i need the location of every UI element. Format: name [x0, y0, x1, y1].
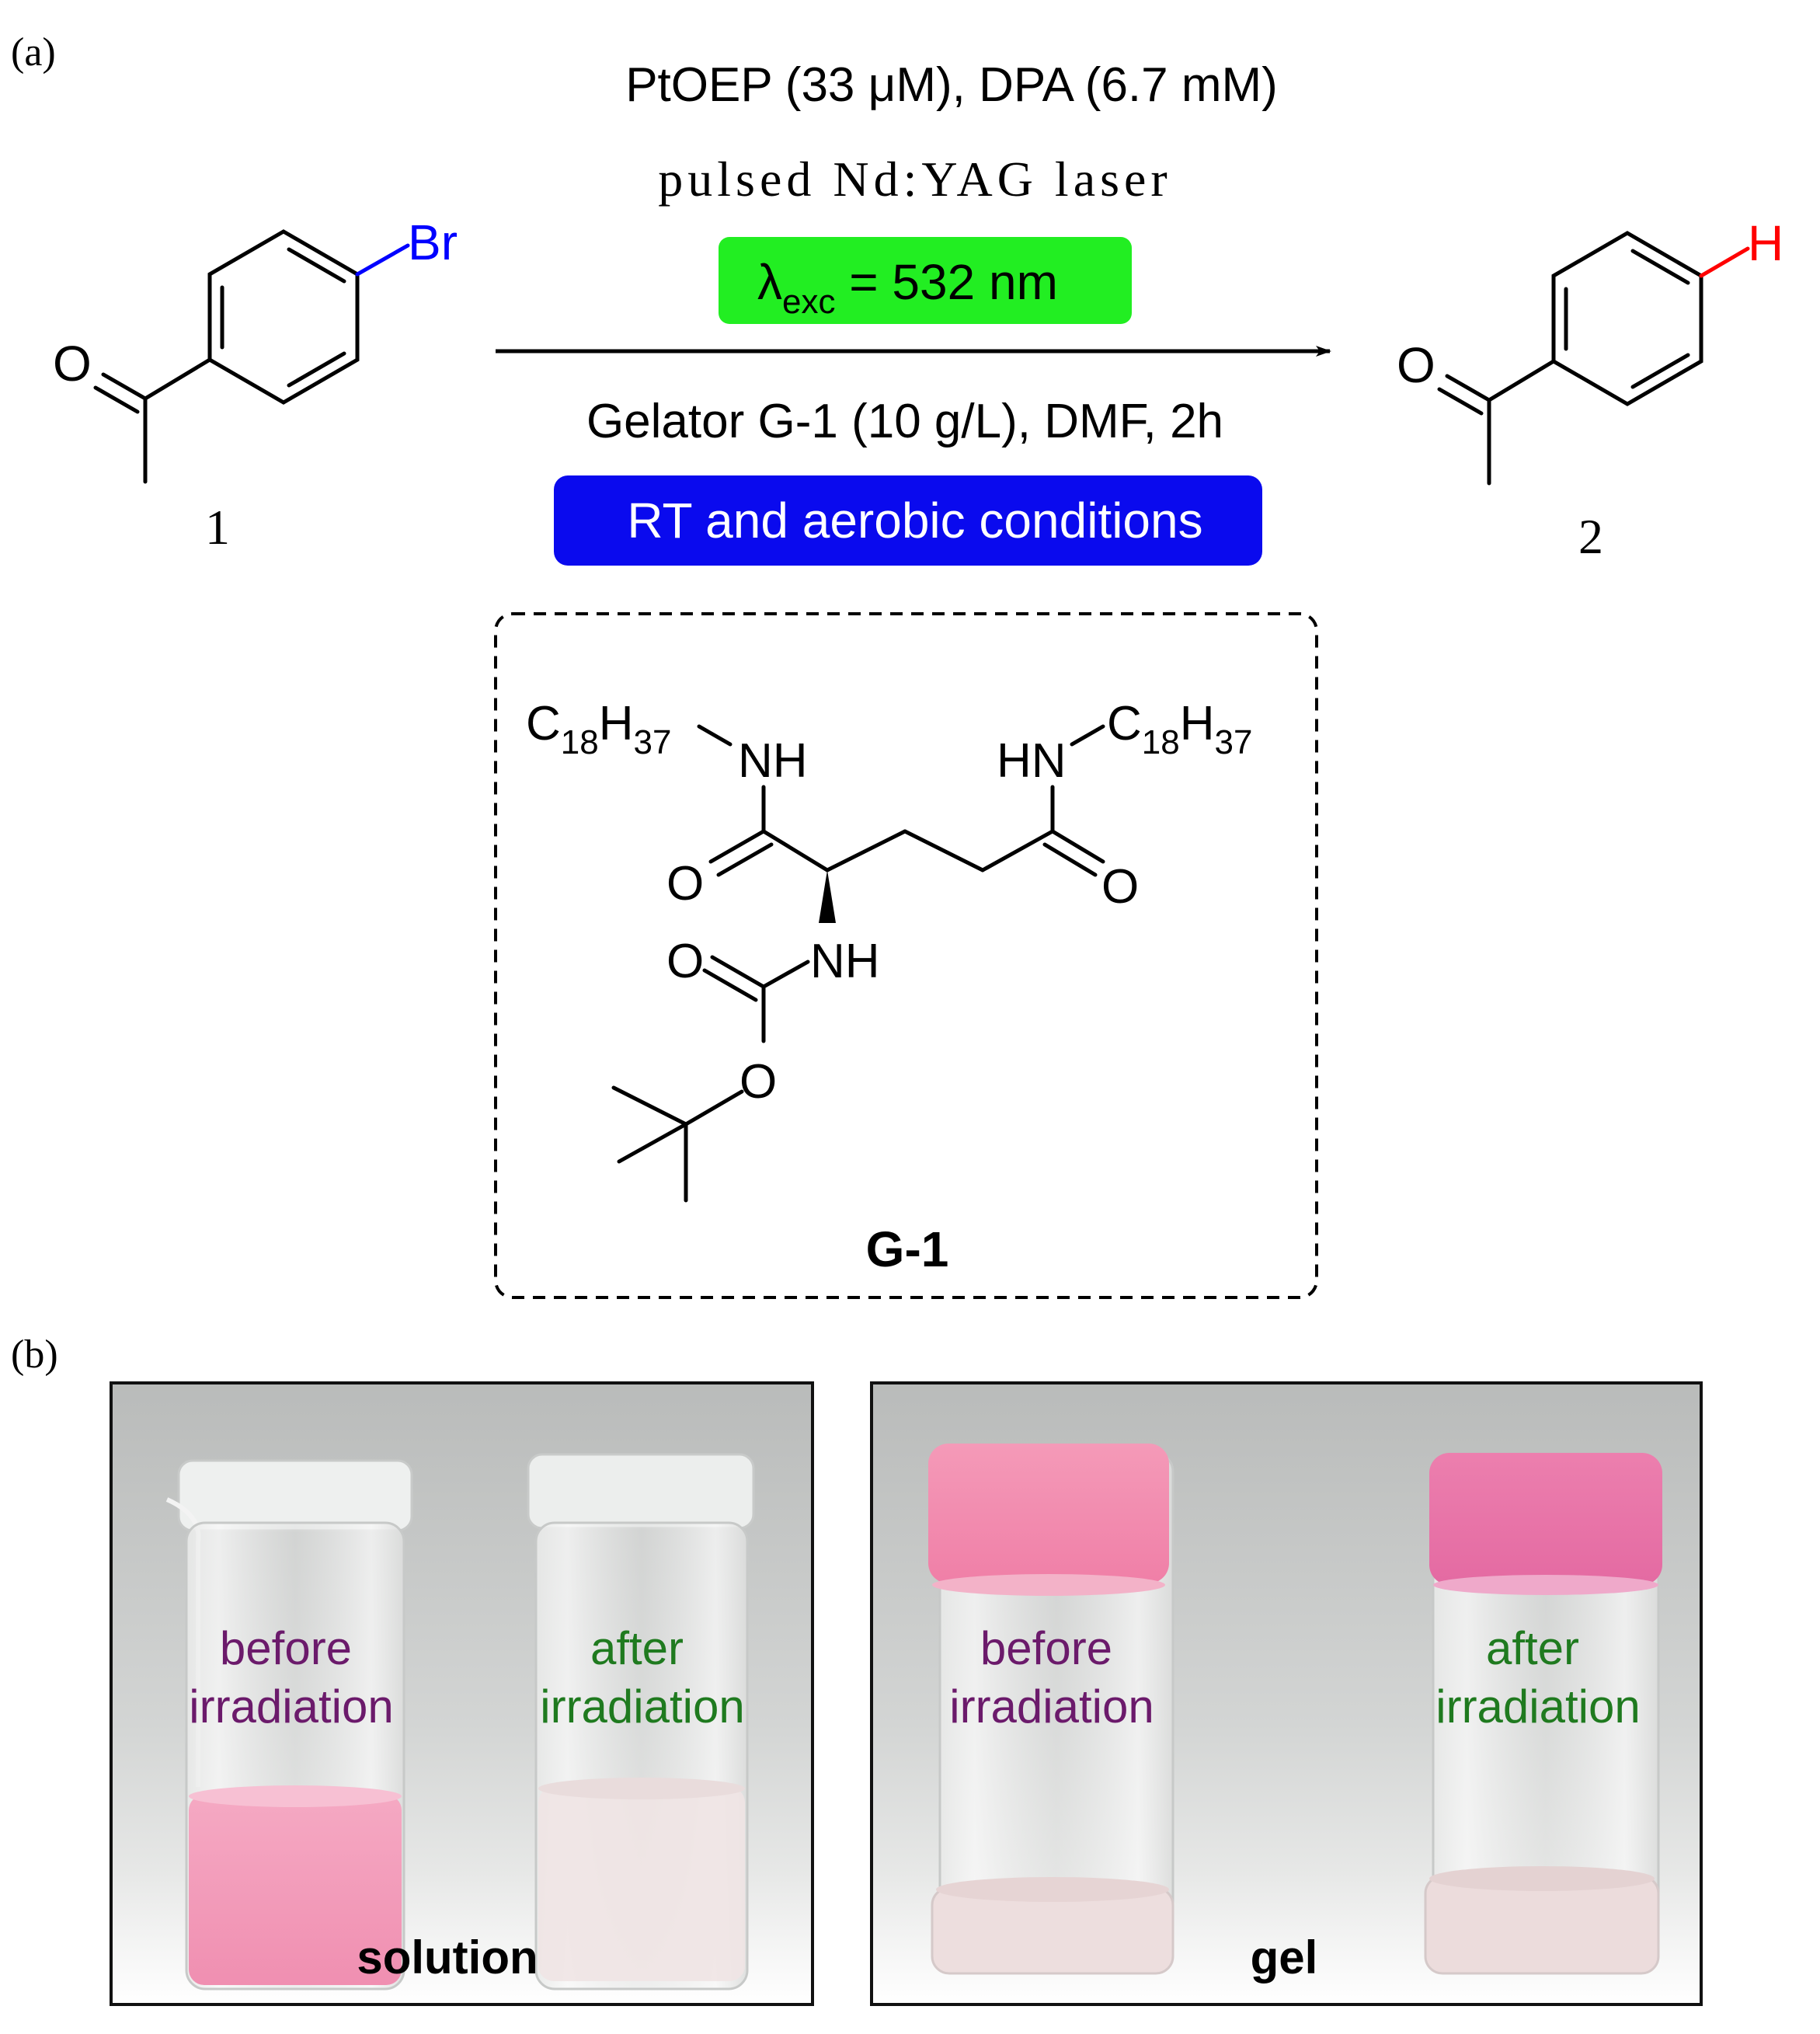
vial-after-gel — [1424, 1453, 1662, 1975]
reactant-number: 1 — [205, 500, 230, 555]
product-h: H — [1748, 215, 1783, 271]
gelator-o-carbamate: O — [666, 935, 704, 988]
conditions-line-3: Gelator G-1 (10 g/L), DMF, 2h — [586, 395, 1223, 448]
vial-before-gel — [928, 1444, 1174, 1975]
product-2-structure — [1437, 231, 1750, 486]
conditions-badge — [554, 475, 1262, 566]
reactant-br: Br — [408, 214, 458, 270]
panel-b-label: (b) — [11, 1332, 58, 1377]
conditions-badge-text: RT and aerobic conditions — [627, 493, 1202, 549]
photo-gel-frame — [870, 1381, 1703, 2006]
gelator-box — [494, 612, 1318, 1299]
lambda-badge-text: λexc = 532 nm — [757, 254, 1058, 321]
photo-gel — [872, 1383, 1701, 2004]
gel-before-line1: before — [980, 1622, 1112, 1674]
lambda-badge — [719, 237, 1132, 324]
gelator-stereo-wedge — [819, 870, 836, 923]
gelator-chain-right: C18H37 — [1107, 697, 1252, 761]
solution-after-line2: irradiation — [540, 1680, 744, 1733]
conditions-line-2: pulsed Nd:YAG laser — [658, 152, 1171, 207]
photo-solution-frame — [110, 1381, 814, 2006]
panel-a-label: (a) — [11, 30, 56, 75]
reactant-carbonyl-o: O — [53, 336, 92, 392]
gel-caption: gel — [1251, 1931, 1318, 1983]
gelator-o-right: O — [1101, 860, 1139, 914]
reactant-1-structure — [93, 229, 410, 484]
solution-before-line1: before — [220, 1622, 352, 1674]
product-number: 2 — [1578, 509, 1603, 564]
product-carbonyl-o: O — [1397, 337, 1435, 393]
vial-before-solution — [165, 1459, 413, 1990]
photo-solution — [111, 1383, 813, 2004]
gelator-nh-center: NH — [810, 935, 880, 988]
conditions-line-1: PtOEP (33 μM), DPA (6.7 mM) — [625, 58, 1278, 112]
gelator-chain-left: C18H37 — [526, 697, 671, 761]
gelator-o-left: O — [666, 857, 704, 911]
vial-after-solution — [527, 1453, 755, 1990]
gelator-o-ester: O — [739, 1055, 777, 1109]
solution-after-line1: after — [590, 1622, 684, 1674]
solution-before-line2: irradiation — [189, 1680, 393, 1733]
gelator-name: G-1 — [866, 1221, 949, 1277]
gelator-hn-right: HN — [997, 734, 1067, 788]
gel-after-line2: irradiation — [1435, 1680, 1640, 1733]
solution-caption: solution — [357, 1931, 538, 1983]
gelator-bonds — [611, 724, 1105, 1203]
gel-before-line2: irradiation — [949, 1680, 1154, 1733]
gelator-nh-left: NH — [738, 734, 808, 788]
gel-after-line1: after — [1486, 1622, 1579, 1674]
